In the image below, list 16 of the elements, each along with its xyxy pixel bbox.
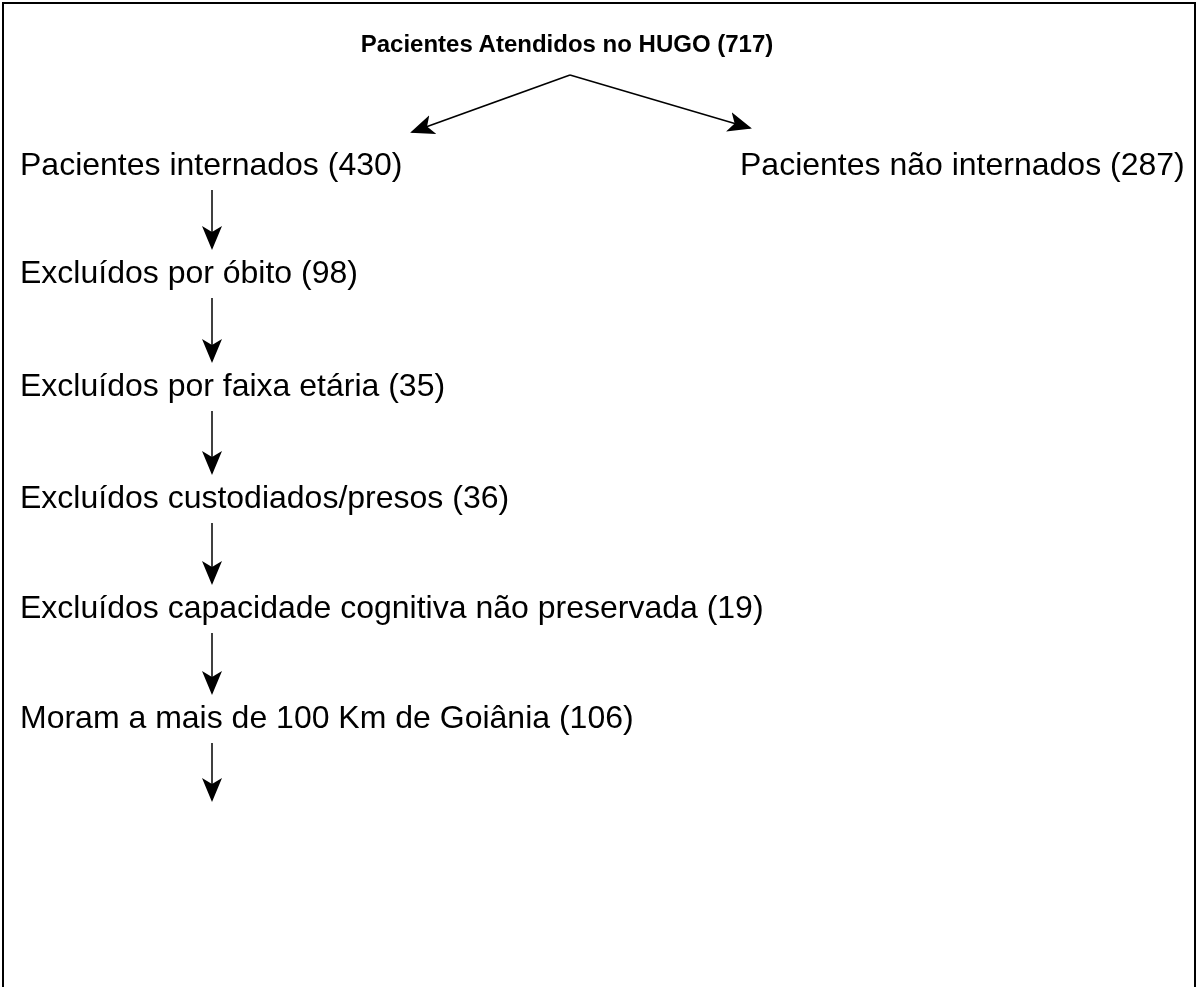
arrow [202, 742, 222, 802]
arrow [202, 632, 222, 695]
flow-text: Excluídos capacidade cognitiva não preservada (19) [20, 589, 764, 625]
flow-text: Excluídos por faixa etária (35) [20, 367, 446, 403]
flow-text: Moram a mais de 100 Km de Goiânia (106) [20, 699, 634, 735]
flow-text: Pacientes internados (430) [20, 146, 403, 182]
flow-text: Pacientes não internados (287) [740, 146, 1185, 182]
arrow [202, 297, 222, 363]
flow-text: Excluídos custodiados/presos (36) [20, 479, 510, 515]
arrow [569, 74, 752, 132]
arrow [202, 410, 222, 475]
flow-text: Pacientes Atendidos no HUGO (717) [360, 29, 774, 59]
flow-text: Excluídos por óbito (98) [20, 254, 358, 290]
arrow [410, 74, 571, 134]
arrow [202, 189, 222, 250]
arrow [202, 522, 222, 585]
